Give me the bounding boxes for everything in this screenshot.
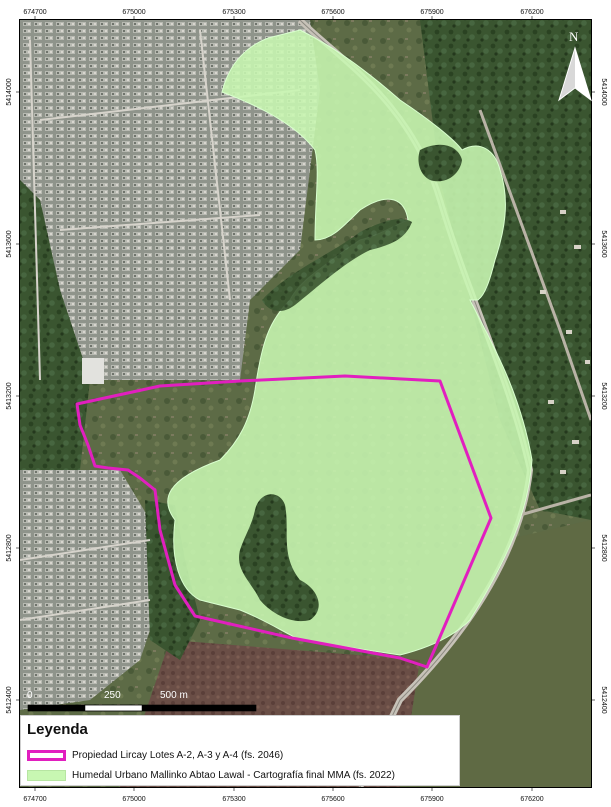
x-tick-top-5: 676200 xyxy=(520,9,543,16)
legend-label-property: Propiedad Lircay Lotes A-2, A-3 y A-4 (f… xyxy=(72,749,284,761)
property-boundary xyxy=(75,374,493,669)
x-tick-top-4: 675900 xyxy=(420,9,443,16)
y-tick-right-1: 5413600 xyxy=(600,230,607,257)
x-tick-top-1: 675000 xyxy=(122,9,145,16)
legend-swatch-wetland xyxy=(27,769,66,781)
legend-item-wetland: Humedal Urbano Mallinko Abtao Lawal - Ca… xyxy=(27,768,395,782)
legend-item-property: Propiedad Lircay Lotes A-2, A-3 y A-4 (f… xyxy=(27,748,283,762)
y-tick-right-3: 5412800 xyxy=(600,534,607,561)
x-tick-bottom-4: 675900 xyxy=(420,796,443,803)
x-tick-bottom-5: 676200 xyxy=(520,796,543,803)
legend-label-wetland: Humedal Urbano Mallinko Abtao Lawal - Ca… xyxy=(72,769,395,781)
wetland-area xyxy=(167,29,533,656)
y-tick-left-0: 5414000 xyxy=(6,78,13,105)
scale-label-0: 0 xyxy=(27,690,33,701)
y-tick-right-2: 5413200 xyxy=(600,382,607,409)
y-tick-left-3: 5412800 xyxy=(6,534,13,561)
x-tick-bottom-1: 675000 xyxy=(122,796,145,803)
vegetation-island xyxy=(239,494,319,622)
legend: Leyenda Propiedad Lircay Lotes A-2, A-3 … xyxy=(20,715,460,786)
y-tick-left-1: 5413600 xyxy=(6,230,13,257)
satellite-basemap xyxy=(20,20,591,787)
x-tick-bottom-0: 674700 xyxy=(23,796,46,803)
legend-swatch-property xyxy=(27,749,66,761)
y-tick-right-0: 5414000 xyxy=(600,78,607,105)
legend-title: Leyenda xyxy=(27,721,88,738)
x-tick-bottom-2: 675300 xyxy=(222,796,245,803)
x-tick-top-2: 675300 xyxy=(222,9,245,16)
vegetation-island-2 xyxy=(418,144,462,182)
north-arrow-icon xyxy=(558,46,592,102)
north-label: N xyxy=(569,29,579,44)
x-tick-bottom-3: 675600 xyxy=(321,796,344,803)
vegetation-finger xyxy=(262,219,412,312)
map-border xyxy=(19,19,592,788)
y-tick-left-2: 5413200 xyxy=(6,382,13,409)
scale-label-end: 500 m xyxy=(160,690,188,701)
x-tick-top-3: 675600 xyxy=(321,9,344,16)
y-tick-right-4: 5412400 xyxy=(600,686,607,713)
y-tick-left-4: 5412400 xyxy=(6,686,13,713)
scale-bar: 0 250 500 m xyxy=(27,690,257,712)
scale-label-mid: 250 xyxy=(104,690,121,701)
x-tick-top-0: 674700 xyxy=(23,9,46,16)
